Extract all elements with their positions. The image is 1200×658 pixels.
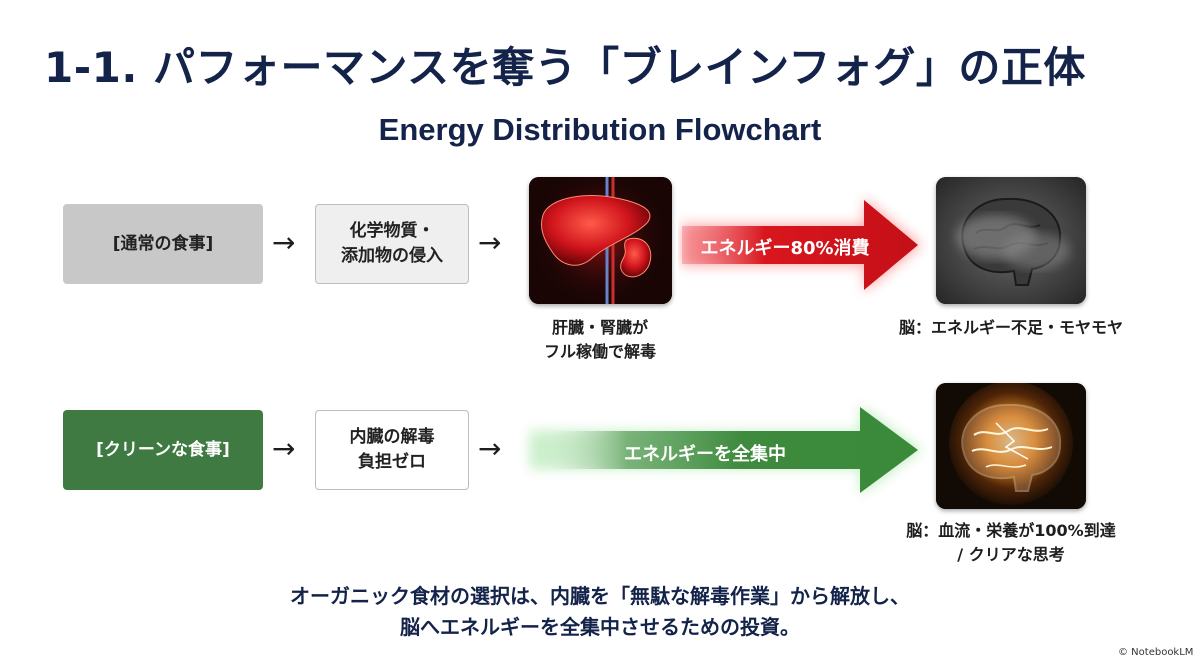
- detox-free-line2: 負担ゼロ: [358, 452, 426, 472]
- summary-line1: オーガニック食材の選択は、内臓を「無駄な解毒作業」から解放し、: [290, 584, 910, 608]
- clean-diet-label: [クリーンな食事]: [96, 439, 230, 460]
- flow-arrow-icon: →: [272, 432, 296, 465]
- organ-caption-line1: 肝臓・腎臓が: [551, 318, 648, 337]
- summary-line2: 脳へエネルギーを全集中させるための投資。: [400, 615, 800, 639]
- energy-consumption-arrow: [682, 198, 922, 292]
- flow-arrow-icon: →: [478, 226, 502, 259]
- organ-caption: 肝臓・腎臓が フル稼働で解毒: [520, 316, 680, 364]
- organ-caption-line2: フル稼働で解毒: [543, 342, 656, 361]
- chemical-intake-line2: 添加物の侵入: [341, 246, 443, 266]
- detox-free-box: 内臓の解毒 負担ゼロ: [315, 410, 469, 490]
- summary-text: オーガニック食材の選択は、内臓を「無駄な解毒作業」から解放し、 脳へエネルギーを…: [0, 581, 1200, 643]
- clear-brain-image: [936, 383, 1086, 509]
- clean-diet-box: [クリーンな食事]: [63, 410, 263, 490]
- clear-brain-caption-line1: 脳：血流・栄養が100%到達: [906, 521, 1116, 540]
- energy-consumption-label: エネルギー80%消費: [700, 238, 870, 259]
- foggy-brain-caption: 脳：エネルギー不足・モヤモヤ: [898, 318, 1123, 337]
- clear-brain-caption-line2: / クリアな思考: [957, 545, 1065, 564]
- detox-free-line1: 内臓の解毒: [349, 427, 435, 448]
- flow-arrow-icon: →: [272, 226, 296, 259]
- normal-diet-box: [通常の食事]: [63, 204, 263, 284]
- chemical-intake-box: 化学物質・ 添加物の侵入: [315, 204, 469, 284]
- energy-focus-label: エネルギーを全集中: [624, 444, 786, 465]
- flowchart-subtitle: Energy Distribution Flowchart: [378, 112, 822, 147]
- chemical-intake-line1: 化学物質・: [349, 221, 435, 242]
- foggy-brain-image: [936, 177, 1086, 304]
- notebooklm-watermark: © NotebookLM: [1118, 647, 1194, 658]
- flow-arrow-icon: →: [478, 432, 502, 465]
- energy-focus-arrow: [530, 405, 922, 495]
- normal-diet-label: [通常の食事]: [112, 233, 214, 254]
- page-title: 1-1. パフォーマンスを奪う「ブレインフォグ」の正体: [44, 43, 1086, 92]
- liver-kidney-image: [529, 177, 672, 304]
- clear-brain-caption: 脳：血流・栄養が100%到達 / クリアな思考: [886, 519, 1136, 567]
